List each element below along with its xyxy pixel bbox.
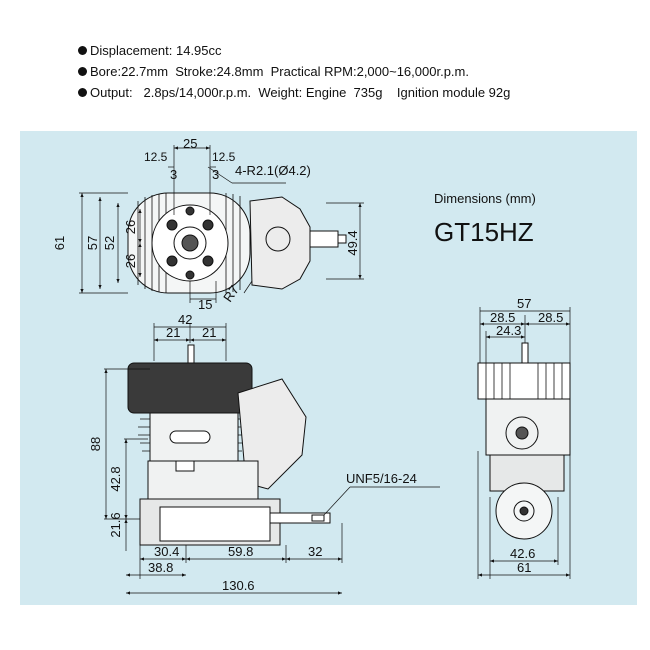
dim-25: 25 — [183, 136, 197, 151]
dim-42-8: 42.8 — [108, 466, 123, 491]
rear-prop-nut — [519, 506, 529, 516]
head-bolt — [166, 255, 178, 267]
top-view-dimension-lines — [79, 145, 364, 303]
rear-prop-hub-center — [513, 500, 535, 522]
dim-88: 88 — [88, 437, 103, 451]
top-view — [79, 145, 364, 303]
dim-59-8: 59.8 — [228, 544, 253, 559]
side-view-labels: 42 21 21 88 42.8 21.6 30.4 59.8 32 38.8 … — [88, 312, 417, 593]
head-bolt — [166, 219, 178, 231]
dim-49-4: 49.4 — [345, 230, 360, 255]
cylinder-head-cover — [127, 362, 253, 414]
side-view — [104, 323, 440, 595]
bullet-icon — [78, 88, 87, 97]
rear-view — [477, 307, 571, 579]
thread-label: UNF5/16-24 — [346, 471, 417, 486]
dimensions-label: Dimensions (mm) — [434, 191, 536, 206]
rear-view-labels: 57 28.5 28.5 24.3 42.6 61 — [490, 296, 563, 575]
dim-130-6: 130.6 — [222, 578, 255, 593]
dim-12-5-right: 12.5 — [212, 150, 236, 164]
head-bolt — [185, 206, 195, 216]
side-view-dimension-lines — [104, 323, 440, 595]
dim-24-3: 24.3 — [496, 323, 521, 338]
logo-plate — [175, 460, 195, 472]
spec-output-weight: Output: 2.8ps/14,000r.p.m. Weight: Engin… — [78, 82, 510, 103]
bullet-icon — [78, 46, 87, 55]
carburettor-body — [265, 226, 291, 252]
rear-cylinder-body — [485, 398, 571, 456]
dim-57-rear: 57 — [517, 296, 531, 311]
dim-12-5-left: 12.5 — [144, 150, 168, 164]
bullet-icon — [78, 67, 87, 76]
dim-28-5-left: 28.5 — [490, 310, 515, 325]
head-bolt — [185, 270, 195, 280]
prop-shaft — [269, 512, 331, 524]
dim-3-right: 3 — [212, 167, 219, 182]
prop-shaft-tip — [311, 514, 325, 522]
dim-21-left: 21 — [166, 325, 180, 340]
dim-32: 32 — [308, 544, 322, 559]
dim-26-top: 26 — [123, 220, 138, 234]
hole-note: 4-R2.1(Ø4.2) — [235, 163, 311, 178]
dim-15: 15 — [198, 297, 212, 312]
dim-38-8: 38.8 — [148, 560, 173, 575]
dim-21-right: 21 — [202, 325, 216, 340]
dim-28-5-right: 28.5 — [538, 310, 563, 325]
spark-plug-boss — [173, 226, 207, 260]
crankshaft-tip — [337, 234, 347, 244]
head-bolt — [202, 219, 214, 231]
rear-fins-outline — [477, 362, 571, 400]
dim-61-rear: 61 — [517, 560, 531, 575]
dim-42-6: 42.6 — [510, 546, 535, 561]
crankcase — [147, 460, 259, 500]
model-name: GT15HZ — [434, 217, 534, 247]
spec-bore-stroke-rpm: Bore:22.7mm Stroke:24.8mm Practical RPM:… — [78, 61, 510, 82]
dim-42: 42 — [178, 312, 192, 327]
dim-3-left: 3 — [170, 167, 177, 182]
crankshaft — [309, 230, 339, 248]
dim-52: 52 — [102, 236, 117, 250]
exhaust-port — [169, 430, 211, 444]
head-bolt — [202, 255, 214, 267]
spark-plug — [187, 344, 195, 364]
dim-57: 57 — [85, 236, 100, 250]
dim-26-bottom: 26 — [123, 254, 138, 268]
rear-view-dimension-lines — [477, 307, 571, 579]
dim-21-6: 21.6 — [108, 512, 123, 537]
spec-displacement: Displacement: 14.95cc — [78, 40, 510, 61]
spec-list: Displacement: 14.95cc Bore:22.7mm Stroke… — [78, 40, 510, 103]
rear-carburettor — [505, 416, 539, 450]
dimension-drawing: 25 12.5 12.5 3 3 4-R2.1(Ø4.2) 61 57 52 2… — [52, 136, 571, 595]
rear-carburettor-center — [515, 426, 529, 440]
dim-61: 61 — [52, 236, 67, 250]
carburettor-outline — [249, 196, 311, 290]
spark-plug — [181, 234, 199, 252]
dim-30-4: 30.4 — [154, 544, 179, 559]
rear-spark-plug — [521, 342, 529, 364]
dimension-drawing-panel: 25 12.5 12.5 3 3 4-R2.1(Ø4.2) 61 57 52 2… — [20, 131, 637, 605]
prop-hub — [159, 506, 271, 542]
rear-fins — [485, 363, 563, 399]
